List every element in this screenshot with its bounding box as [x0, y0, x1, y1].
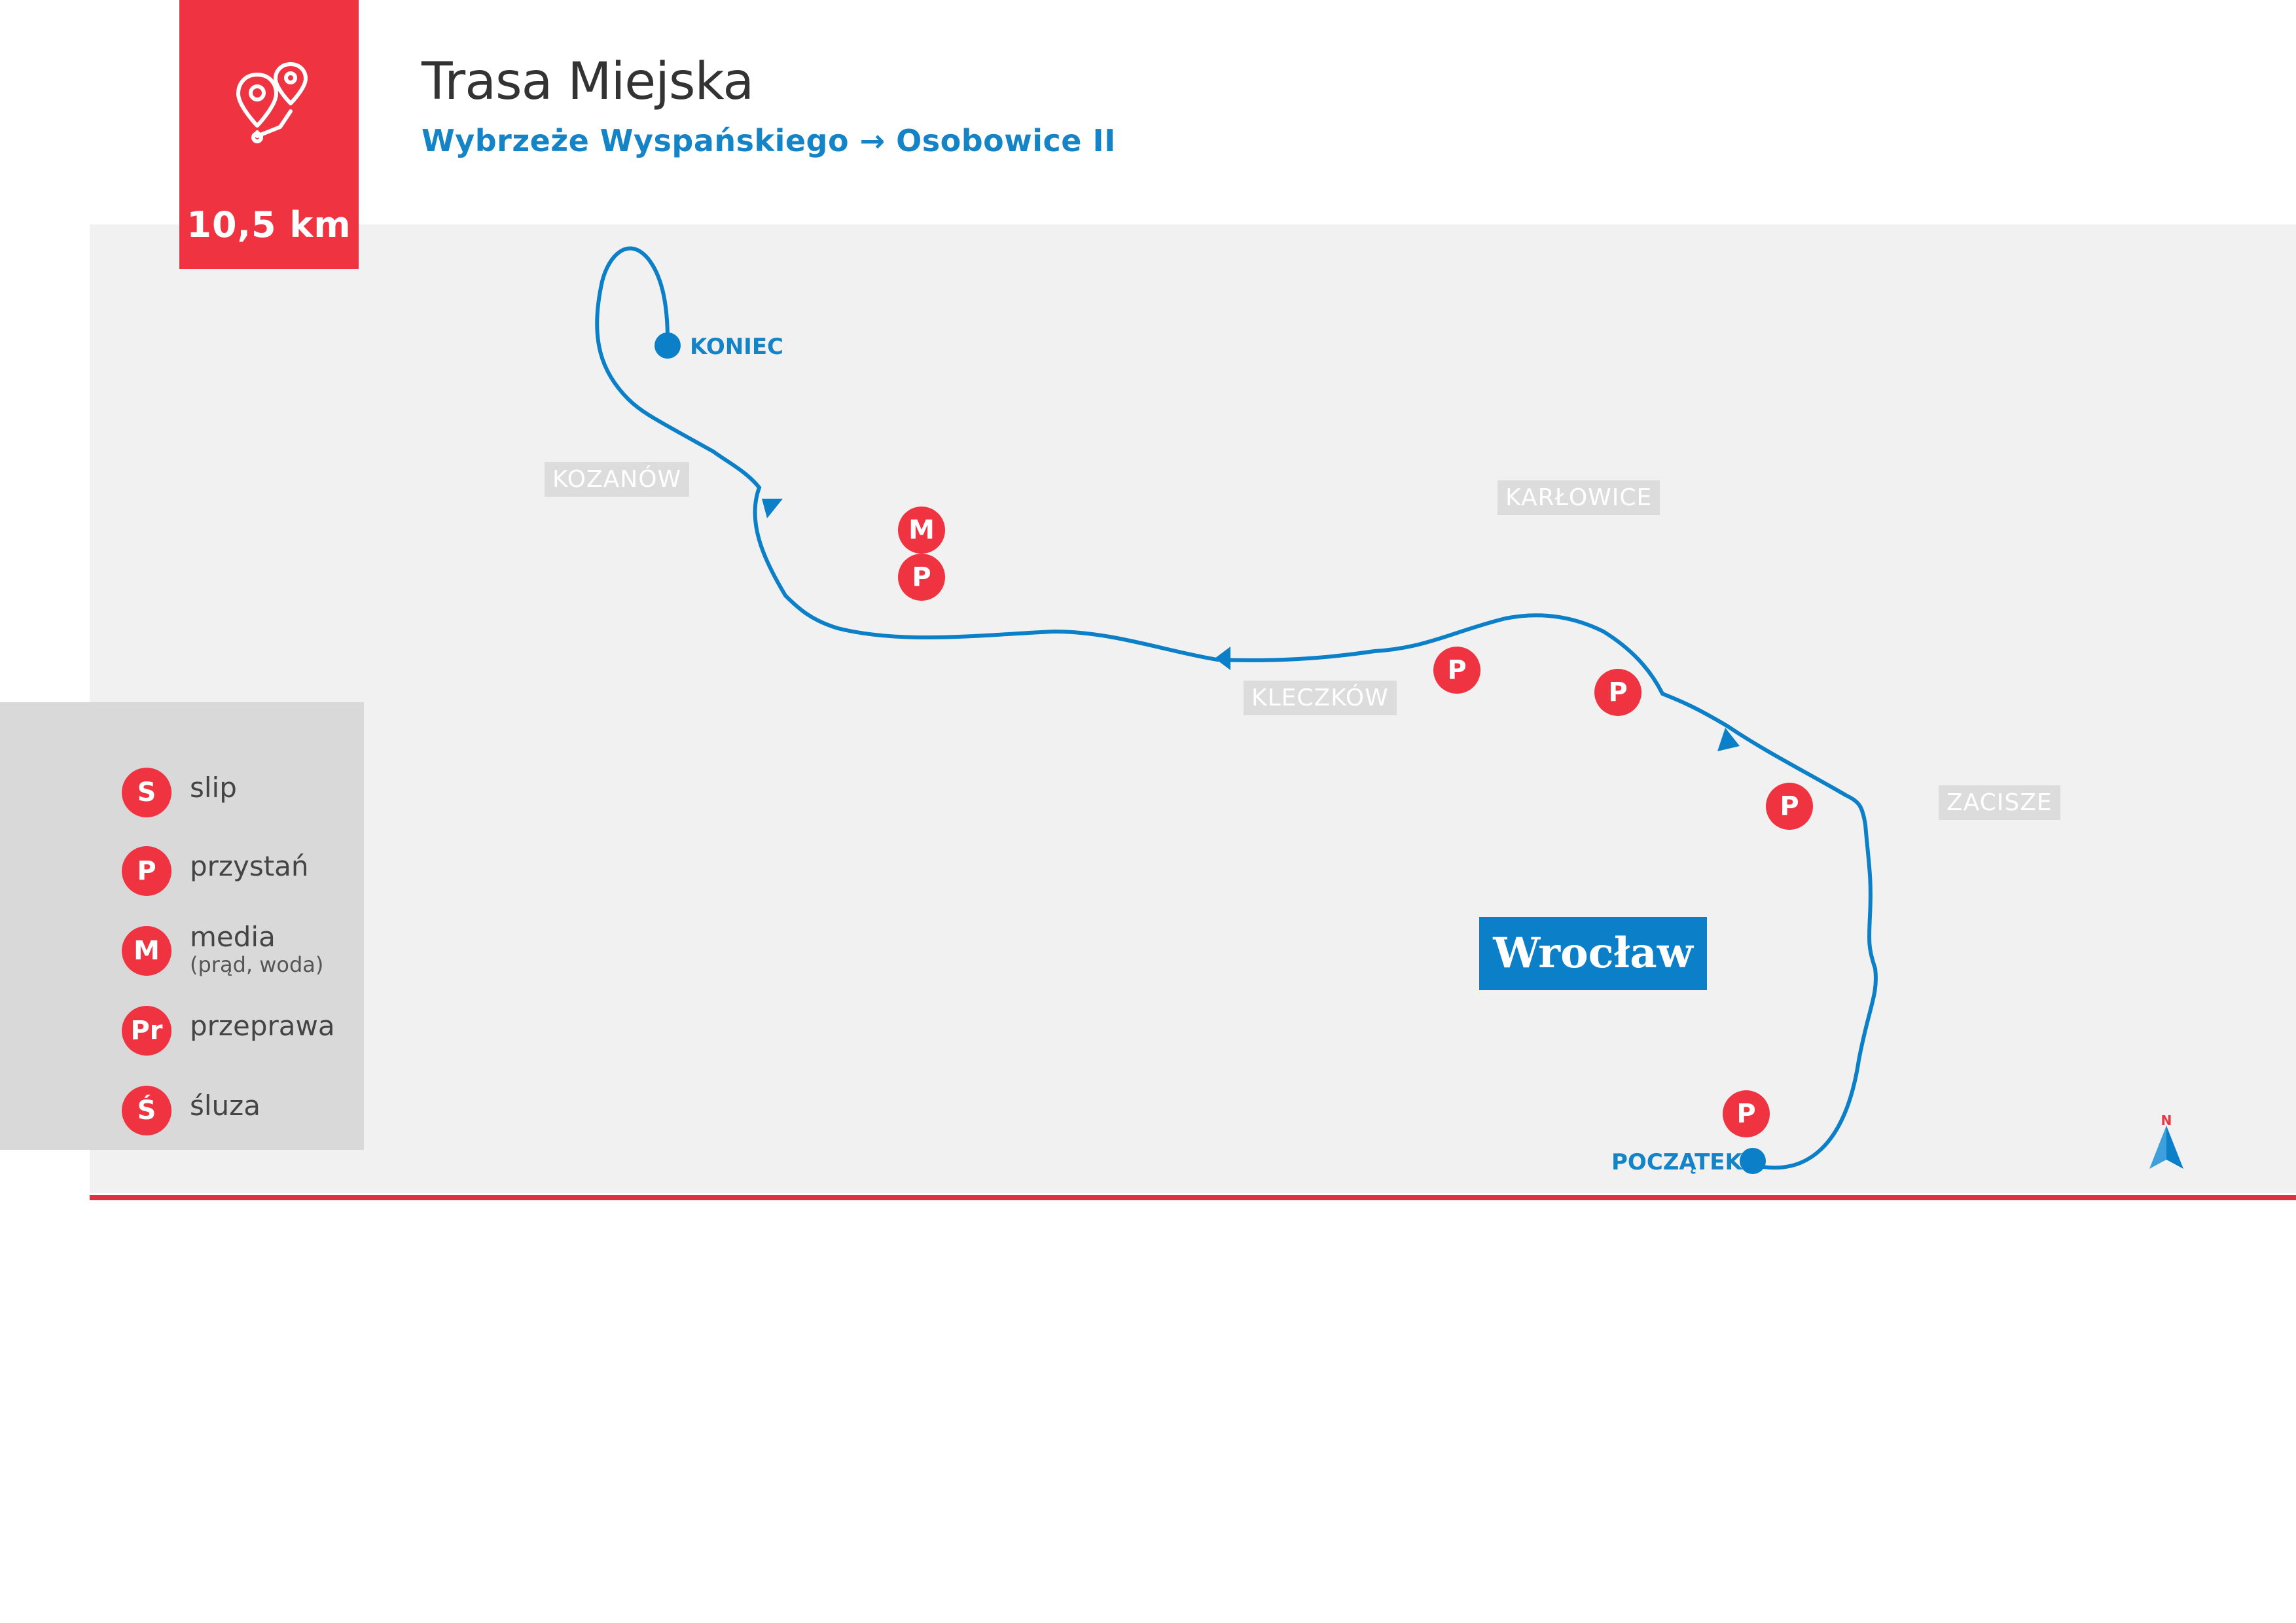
start-label: POCZĄTEK: [1611, 1149, 1742, 1175]
compass-north-letter: N: [2161, 1113, 2172, 1128]
map-legend: S slip P przystań M media (prąd, woda) P…: [0, 702, 364, 1150]
river-route-line: [595, 246, 1878, 1170]
page-title: Trasa Miejska: [422, 52, 754, 111]
direction-arrow: [762, 499, 783, 518]
legend-symbol: M: [122, 926, 171, 976]
media-marker[interactable]: M: [898, 507, 945, 554]
bottom-divider: [90, 1195, 2296, 1200]
legend-sublabel: (prąd, woda): [190, 952, 324, 977]
legend-symbol: Ś: [122, 1086, 171, 1135]
legend-symbol: Pr: [122, 1006, 171, 1056]
marina-marker[interactable]: P: [1723, 1090, 1770, 1137]
route-start-point: [1740, 1148, 1766, 1174]
district-label: KOZANÓW: [545, 462, 690, 497]
route-subtitle: Wybrzeże Wyspańskiego → Osobowice II: [422, 123, 1116, 158]
district-label: ZACISZE: [1939, 785, 2060, 820]
direction-arrow: [1717, 728, 1740, 751]
legend-label: przystań: [190, 850, 309, 882]
marina-marker[interactable]: P: [1433, 647, 1480, 694]
end-label: KONIEC: [690, 334, 784, 360]
marina-marker[interactable]: P: [1594, 669, 1641, 716]
district-label: KARŁOWICE: [1498, 480, 1660, 515]
legend-symbol: S: [122, 768, 171, 817]
direction-arrow: [1215, 647, 1230, 670]
distance-value: 10,5 km: [187, 204, 351, 245]
legend-label: slip: [190, 772, 237, 804]
north-arrow-icon: [2149, 1126, 2183, 1169]
marina-marker[interactable]: P: [898, 554, 945, 601]
legend-label: przeprawa: [190, 1010, 335, 1042]
distance-badge: 10,5 km: [179, 0, 359, 269]
compass: N: [2148, 1113, 2185, 1171]
district-label: KLECZKÓW: [1244, 681, 1397, 715]
legend-label: media: [190, 921, 276, 953]
legend-symbol: P: [122, 846, 171, 896]
route-pins-icon: [236, 62, 308, 143]
marina-marker[interactable]: P: [1766, 783, 1813, 830]
legend-label: śluza: [190, 1090, 260, 1122]
city-label: Wrocław: [1479, 917, 1707, 990]
route-end-point: [655, 332, 681, 359]
map-background: [90, 224, 2296, 1193]
